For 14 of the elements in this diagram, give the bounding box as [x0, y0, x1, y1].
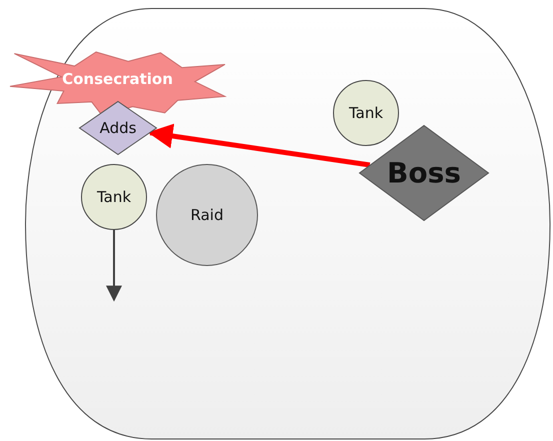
circle-node	[156, 164, 258, 266]
circle-node	[81, 164, 147, 230]
decision-diamond	[79, 101, 157, 155]
arrow	[106, 230, 122, 302]
arrow	[148, 124, 370, 168]
node-label: Raid	[190, 206, 224, 224]
node-label: Tank	[96, 188, 132, 206]
node-label: Adds	[100, 119, 136, 137]
node-label: Boss	[387, 156, 461, 190]
node-label: Consecration	[62, 70, 173, 88]
arena-outline	[25, 8, 551, 440]
circle-node	[333, 80, 399, 146]
node-label: Tank	[348, 104, 384, 122]
decision-diamond	[359, 125, 489, 221]
